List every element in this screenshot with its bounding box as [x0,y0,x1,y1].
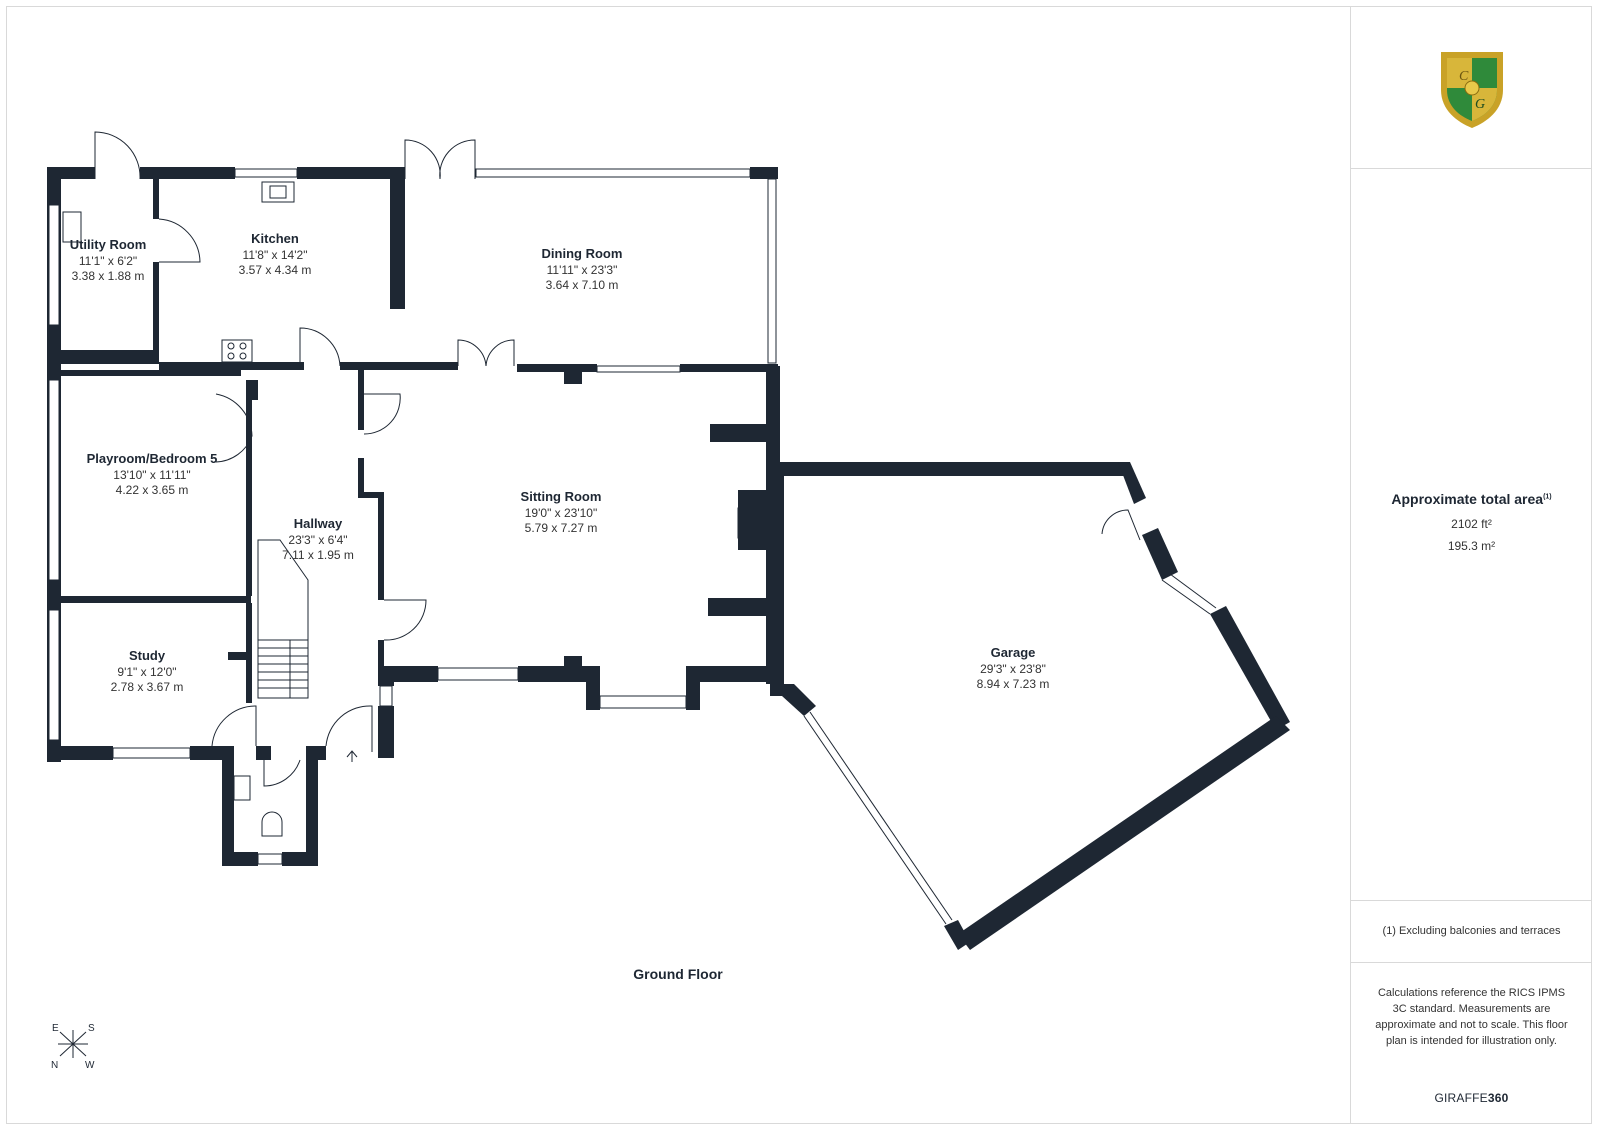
svg-text:Sitting Room: Sitting Room [521,489,602,504]
svg-text:G: G [1475,97,1485,112]
compass-label-n: N [51,1060,58,1071]
svg-text:11'8" x 14'2": 11'8" x 14'2" [243,248,308,262]
windows [48,168,1217,925]
footnote-text: (1) Excluding balconies and terraces [1382,925,1561,937]
room-label-sitting-room: Sitting Room 19'0" x 23'10" 5.79 x 7.27 … [521,489,602,535]
logo-section: C G [1351,6,1592,168]
disclaimer-text: Calculations reference the RICS IPMS 3C … [1375,987,1568,1047]
brand-logo: GIRAFFE360 [1434,1091,1509,1105]
fixtures [62,181,755,837]
page-frame [6,6,1592,1124]
svg-text:4.22 x 3.65 m: 4.22 x 3.65 m [116,483,189,497]
svg-text:3.57 x 4.34 m: 3.57 x 4.34 m [239,263,312,277]
footnote-section: (1) Excluding balconies and terraces [1351,900,1592,963]
room-label-kitchen: Kitchen 11'8" x 14'2" 3.57 x 4.34 m [239,231,312,277]
svg-text:19'0" x 23'10": 19'0" x 23'10" [525,506,598,520]
room-label-garage: Garage 29'3" x 23'8" 8.94 x 7.23 m [977,645,1050,691]
compass-label-s: S [88,1023,95,1034]
area-section: Approximate total area(1) 2102 ft² 195.3… [1351,168,1592,901]
walls [47,167,1290,950]
svg-text:Study: Study [129,648,166,663]
room-label-playroom-bedroom-5: Playroom/Bedroom 5 13'10" x 11'11" 4.22 … [87,451,218,497]
entrance-arrow-icon [346,750,358,762]
compass-icon: E S N W [51,1023,95,1071]
svg-text:29'3" x 23'8": 29'3" x 23'8" [980,662,1046,676]
svg-text:Playroom/Bedroom 5: Playroom/Bedroom 5 [87,451,218,466]
room-label-utility-room: Utility Room 11'1" x 6'2" 3.38 x 1.88 m [70,237,147,283]
svg-text:Hallway: Hallway [294,516,343,531]
svg-text:Kitchen: Kitchen [251,231,299,246]
svg-text:9'1" x 12'0": 9'1" x 12'0" [117,665,176,679]
svg-text:11'11" x 23'3": 11'11" x 23'3" [547,263,618,277]
room-label-dining-room: Dining Room 11'11" x 23'3" 3.64 x 7.10 m [542,246,623,292]
stairs [257,539,309,699]
doors [94,131,1141,787]
compass-label-w: W [85,1060,95,1071]
area-square-metres: 195.3 m² [1447,539,1496,553]
svg-text:11'1" x 6'2": 11'1" x 6'2" [79,254,137,268]
room-label-hallway: Hallway 23'3" x 6'4" 7.11 x 1.95 m [282,516,354,562]
svg-text:3.38 x 1.88 m: 3.38 x 1.88 m [72,269,145,283]
svg-text:13'10" x 11'11": 13'10" x 11'11" [113,468,190,482]
area-title: Approximate total area(1) [1391,491,1552,507]
svg-text:Garage: Garage [991,645,1036,660]
compass-label-e: E [52,1023,59,1034]
info-panel: C G Approximate total area(1) 2102 ft² 1… [1350,6,1592,1124]
room-label-study: Study 9'1" x 12'0" 2.78 x 3.67 m [111,648,184,694]
svg-text:2.78 x 3.67 m: 2.78 x 3.67 m [111,680,184,694]
svg-text:Dining Room: Dining Room [542,246,623,261]
svg-text:Utility Room: Utility Room [70,237,147,252]
svg-text:8.94 x 7.23 m: 8.94 x 7.23 m [977,677,1050,691]
area-square-feet: 2102 ft² [1451,517,1492,531]
svg-text:23'3" x 6'4": 23'3" x 6'4" [288,533,347,547]
svg-text:5.79 x 7.27 m: 5.79 x 7.27 m [525,521,598,535]
svg-text:3.64 x 7.10 m: 3.64 x 7.10 m [546,278,619,292]
svg-text:C: C [1459,69,1469,84]
floor-label: Ground Floor [633,966,723,982]
area-footnote-mark: (1) [1543,493,1552,501]
disclaimer-section: Calculations reference the RICS IPMS 3C … [1351,962,1592,1125]
cg-shield-logo-icon: C G [1441,52,1503,128]
svg-text:7.11 x 1.95 m: 7.11 x 1.95 m [282,548,354,562]
floor-plan: Utility Room 11'1" x 6'2" 3.38 x 1.88 m … [47,131,1290,1071]
